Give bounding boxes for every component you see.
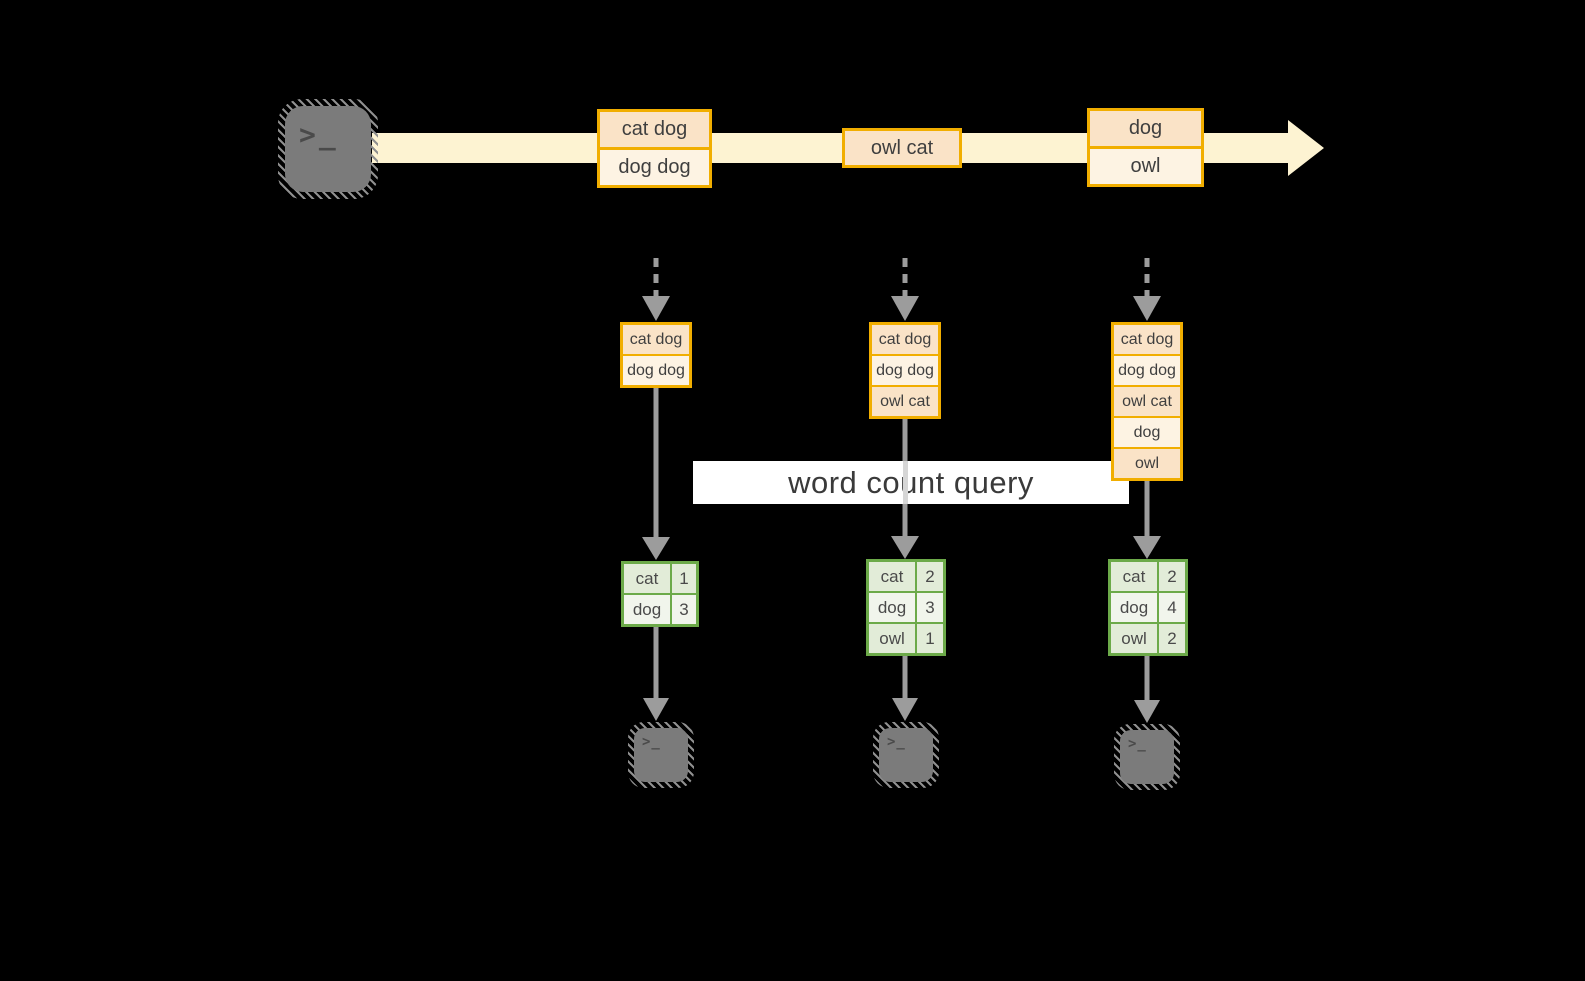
dashed-arrow-1 xyxy=(642,258,670,321)
count-cell: 2 xyxy=(917,562,943,591)
buffer-cell: dog dog xyxy=(623,356,689,385)
buffer-cell: owl xyxy=(1114,449,1180,478)
stream-batch-3: dog owl xyxy=(1087,108,1204,187)
count-cell: 2 xyxy=(1159,624,1185,653)
buffer-stack-2: cat dog dog dog owl cat xyxy=(869,322,941,419)
count-row: cat 2 xyxy=(869,562,943,591)
word-cell: cat xyxy=(869,562,915,591)
count-row: cat 1 xyxy=(624,564,696,593)
output-arrow-3 xyxy=(1134,656,1160,723)
word-cell: dog xyxy=(1111,593,1157,622)
sink-terminal-icon-1: >_ xyxy=(628,722,694,788)
terminal-screen: >_ xyxy=(634,728,688,782)
stream-batch-1: cat dog dog dog xyxy=(597,109,712,188)
buffer-cell: cat dog xyxy=(872,325,938,354)
count-cell: 4 xyxy=(1159,593,1185,622)
buffer-cell: dog xyxy=(1114,418,1180,447)
stream-batch-2: owl cat xyxy=(842,128,962,168)
buffer-stack-3: cat dog dog dog owl cat dog owl xyxy=(1111,322,1183,481)
dashed-arrow-3 xyxy=(1133,258,1161,321)
word-cell: owl xyxy=(1111,624,1157,653)
buffer-cell: cat dog xyxy=(623,325,689,354)
stream-batch-cell: dog xyxy=(1090,111,1201,146)
terminal-screen: >_ xyxy=(285,106,371,192)
stream-batch-cell: owl xyxy=(1090,149,1201,184)
count-cell: 1 xyxy=(672,564,696,593)
buffer-stack-1: cat dog dog dog xyxy=(620,322,692,388)
buffer-cell: owl cat xyxy=(1114,387,1180,416)
terminal-prompt-glyph: >_ xyxy=(887,734,906,750)
stream-arrowhead-icon xyxy=(1288,120,1324,176)
word-cell: owl xyxy=(869,624,915,653)
output-arrow-2 xyxy=(892,656,918,721)
sink-terminal-icon-3: >_ xyxy=(1114,724,1180,790)
count-row: owl 1 xyxy=(869,624,943,653)
terminal-screen: >_ xyxy=(1120,730,1174,784)
count-cell: 3 xyxy=(917,593,943,622)
terminal-screen: >_ xyxy=(879,728,933,782)
source-terminal-icon: >_ xyxy=(278,99,378,199)
output-arrow-1 xyxy=(643,626,669,721)
query-arrow-1 xyxy=(642,388,670,560)
dashed-arrow-2 xyxy=(891,258,919,321)
count-table-1: cat 1 dog 3 xyxy=(621,561,699,627)
count-row: dog 3 xyxy=(869,593,943,622)
arrow-through-band xyxy=(903,461,908,504)
word-cell: dog xyxy=(624,595,670,624)
count-row: cat 2 xyxy=(1111,562,1185,591)
buffer-cell: cat dog xyxy=(1114,325,1180,354)
stream-batch-cell: cat dog xyxy=(600,112,709,147)
stream-batch-cell: dog dog xyxy=(600,150,709,185)
buffer-cell: dog dog xyxy=(872,356,938,385)
stream-batch-cell: owl cat xyxy=(845,131,959,165)
count-cell: 1 xyxy=(917,624,943,653)
query-band: word count query xyxy=(693,461,1129,504)
count-row: dog 3 xyxy=(624,595,696,624)
count-table-3: cat 2 dog 4 owl 2 xyxy=(1108,559,1188,656)
count-row: owl 2 xyxy=(1111,624,1185,653)
sink-terminal-icon-2: >_ xyxy=(873,722,939,788)
buffer-cell: owl cat xyxy=(872,387,938,416)
terminal-prompt-glyph: >_ xyxy=(642,734,661,750)
word-cell: cat xyxy=(624,564,670,593)
count-cell: 2 xyxy=(1159,562,1185,591)
word-cell: cat xyxy=(1111,562,1157,591)
count-table-2: cat 2 dog 3 owl 1 xyxy=(866,559,946,656)
query-arrow-3 xyxy=(1133,480,1161,559)
buffer-cell: dog dog xyxy=(1114,356,1180,385)
terminal-prompt-glyph: >_ xyxy=(1128,736,1147,752)
terminal-prompt-glyph: >_ xyxy=(299,118,339,151)
query-label: word count query xyxy=(788,464,1034,500)
word-cell: dog xyxy=(869,593,915,622)
count-cell: 3 xyxy=(672,595,696,624)
count-row: dog 4 xyxy=(1111,593,1185,622)
